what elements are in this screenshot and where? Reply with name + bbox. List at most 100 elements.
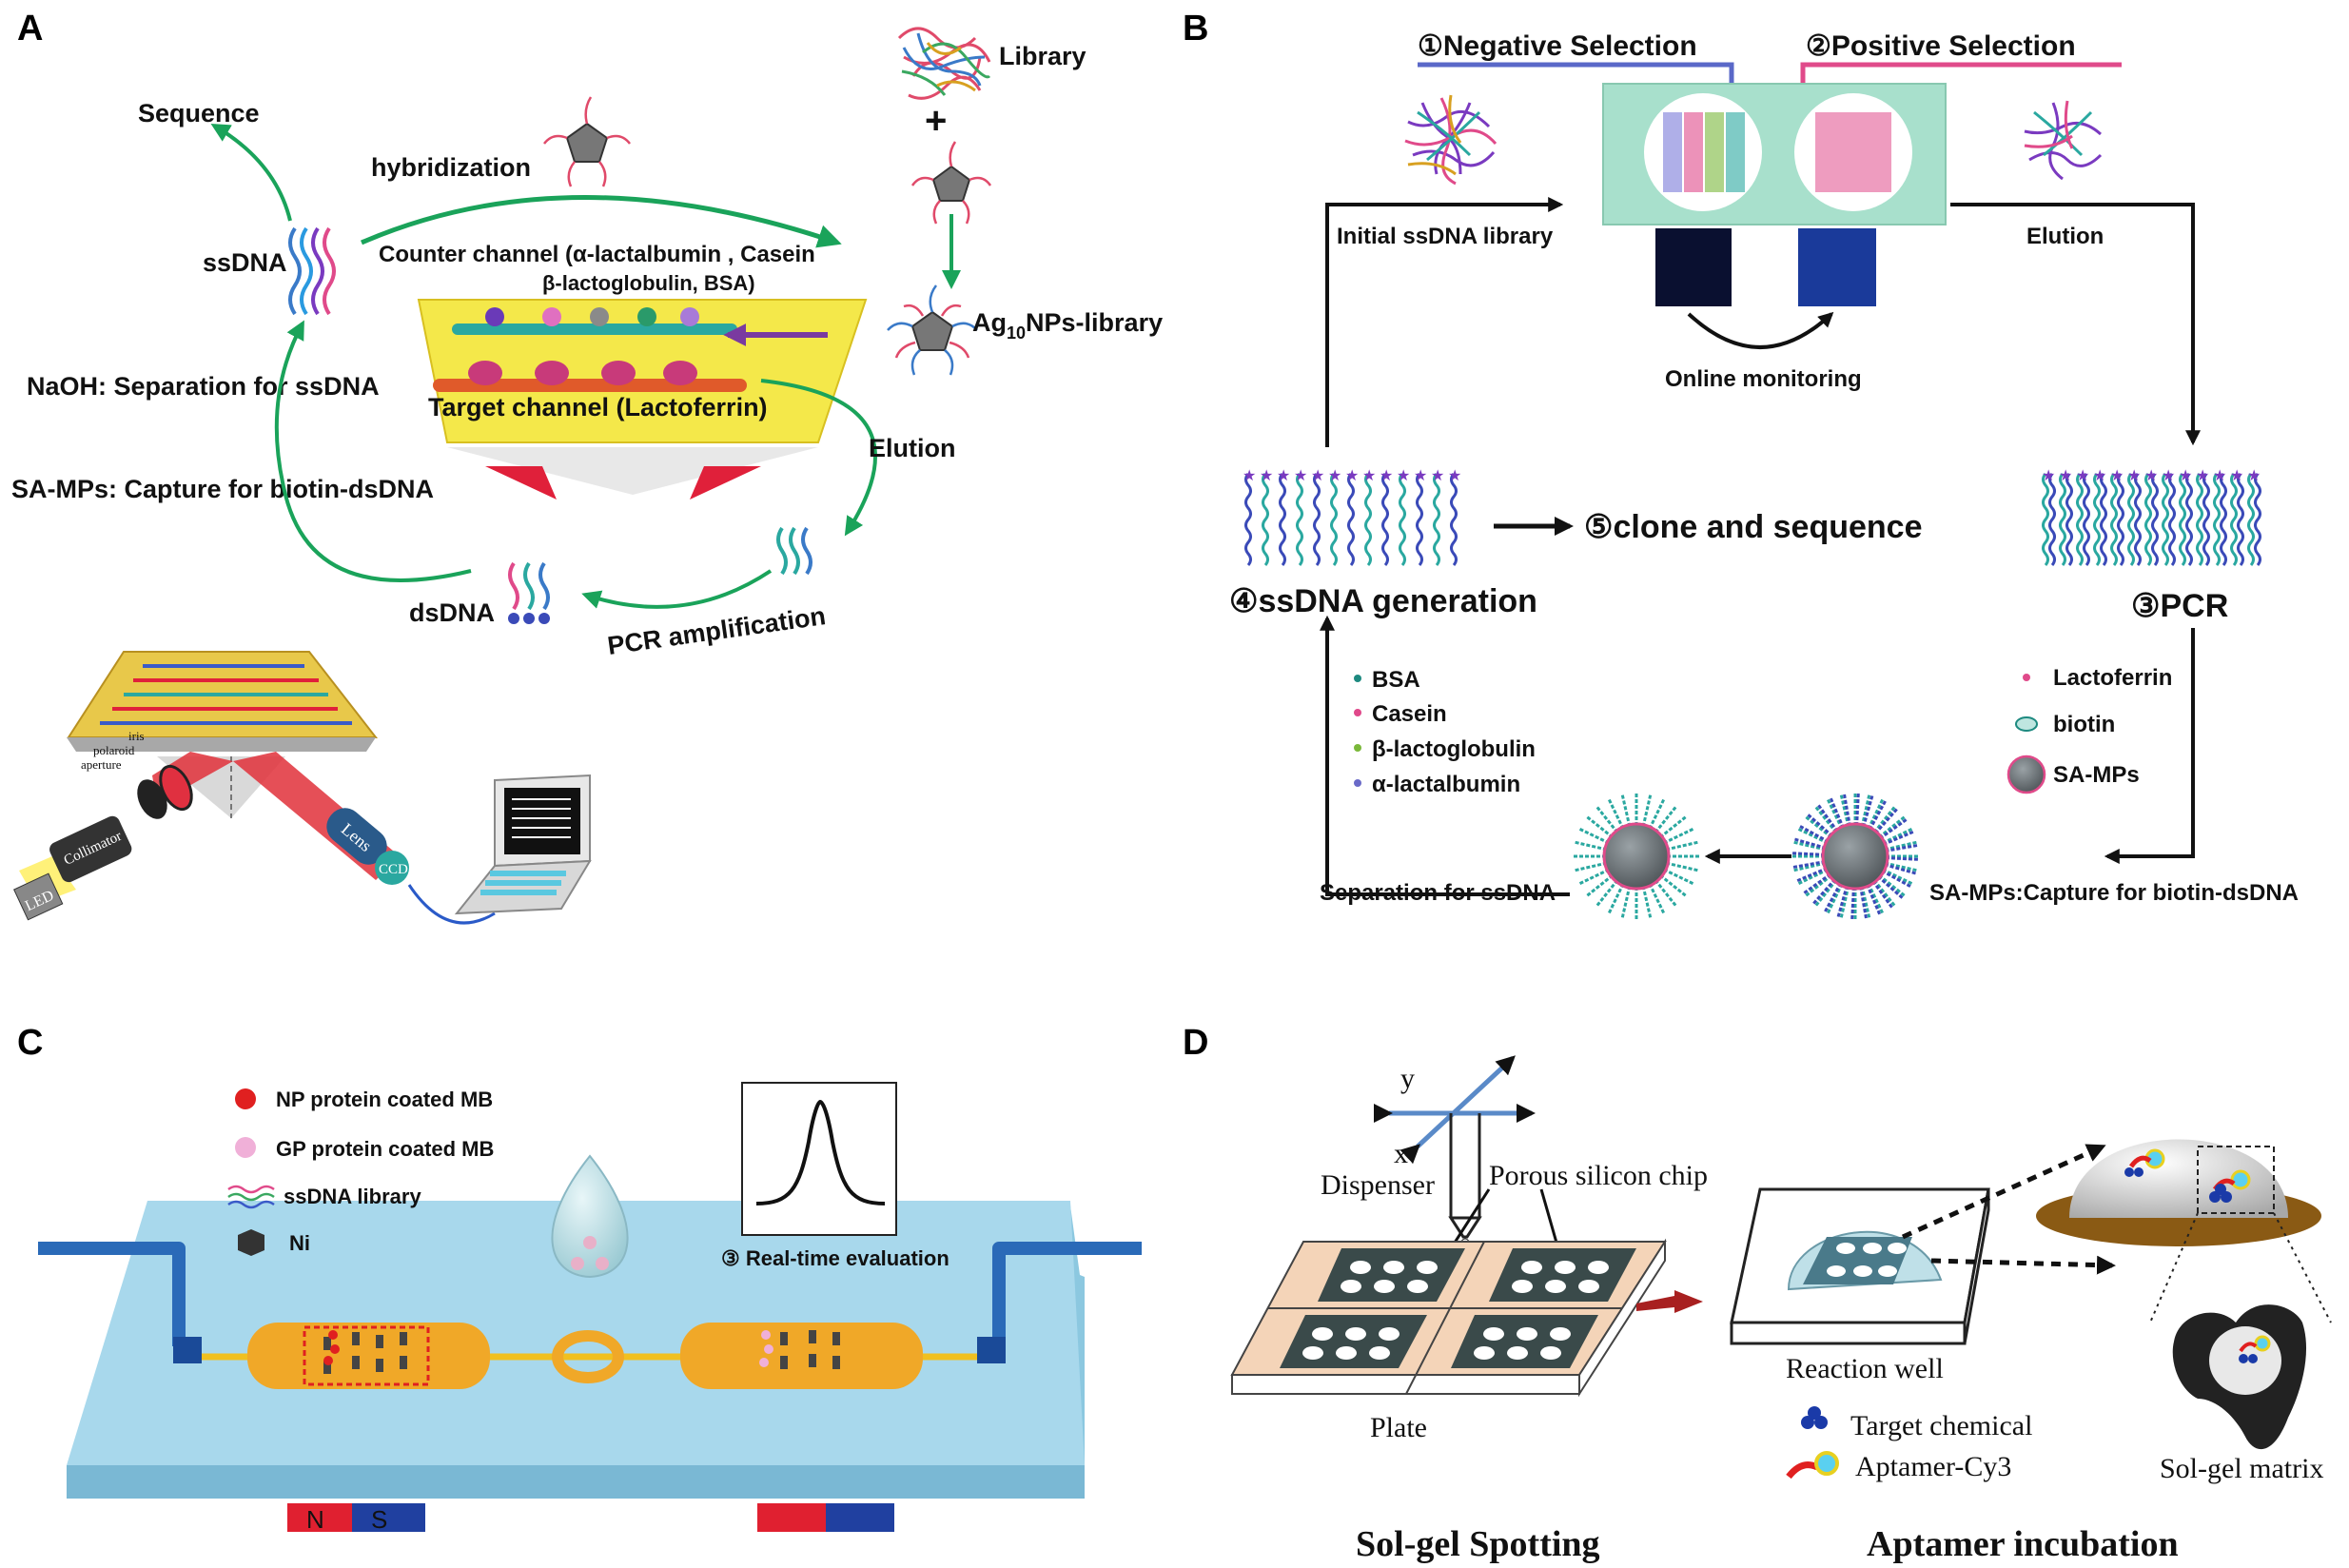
ni-legend-icon bbox=[238, 1229, 264, 1256]
pcr-strand-a bbox=[2110, 473, 2118, 566]
legend-ssdna-library: ssDNA library bbox=[284, 1185, 421, 1208]
panel-a: A hybridization Library + Ag10NPs-librar… bbox=[11, 9, 1163, 925]
panel-b-label: B bbox=[1183, 9, 1208, 49]
legend-gp-protein: GP protein coated MB bbox=[276, 1137, 494, 1161]
legend-sa-mps: SA-MPs bbox=[2053, 762, 2140, 788]
positive-chamber-spots bbox=[1815, 112, 1891, 192]
ssdna-strand bbox=[1433, 473, 1440, 566]
dsdna-label: dsDNA bbox=[409, 598, 495, 627]
pcr-strand-a bbox=[2093, 473, 2101, 566]
polaroid-label: polaroid bbox=[93, 743, 135, 757]
biotin-star-mark: ★ bbox=[1294, 466, 1307, 484]
pcr-to-capture-arrow bbox=[2104, 628, 2195, 864]
bead-strand bbox=[1659, 814, 1689, 839]
bead-strand bbox=[1813, 879, 1838, 909]
legend-biotin: biotin bbox=[2053, 712, 2115, 737]
pcr-strand-a bbox=[2042, 473, 2049, 566]
ssdna-strand bbox=[1347, 473, 1355, 566]
panel-d: D y x Dispenser Porous silicon chip bbox=[1183, 1023, 2332, 1564]
capture-label: SA-MPs:Capture for biotin-dsDNA bbox=[1929, 880, 2299, 906]
spr-optical-setup bbox=[13, 651, 592, 925]
bead-strand bbox=[1878, 814, 1908, 839]
magnet-s-label: S bbox=[371, 1505, 387, 1534]
magnetic-bead bbox=[1821, 822, 1889, 891]
panel-d-label: D bbox=[1183, 1023, 1208, 1063]
dome-aptamer-icons bbox=[2124, 1148, 2251, 1203]
pcr-strand-a bbox=[2213, 473, 2221, 566]
pcr-strand-b bbox=[2168, 473, 2176, 566]
bead-strand bbox=[1872, 804, 1897, 833]
bead-strand bbox=[1648, 797, 1666, 830]
highlight-box bbox=[303, 1325, 430, 1386]
sample-droplet-icon bbox=[551, 1154, 629, 1279]
sol-gel-plate bbox=[1230, 1238, 1667, 1398]
bead-strand bbox=[1665, 840, 1700, 852]
negative-selection-label: ①Negative Selection bbox=[1418, 30, 1697, 62]
aperture-label: aperture bbox=[81, 757, 122, 772]
eluted-library-star-icon bbox=[2024, 100, 2103, 181]
elution-label: Elution bbox=[869, 434, 955, 462]
biotin-star-mark: ★ bbox=[1397, 466, 1410, 484]
panel-c-label: C bbox=[17, 1023, 43, 1063]
ssdna-strands-icon bbox=[288, 226, 336, 316]
pcr-strand-b bbox=[2100, 473, 2107, 566]
bead-strand bbox=[1665, 861, 1700, 872]
lactoferrin-legend-icon bbox=[2023, 674, 2030, 681]
bead-strand bbox=[1654, 879, 1678, 909]
pcr-dsdna-strands: ★★★★★★★★★★★★★ bbox=[2042, 466, 2261, 566]
chamber-left bbox=[247, 1323, 490, 1389]
dispenser-label: Dispenser bbox=[1321, 1169, 1435, 1201]
sequence-arrow bbox=[210, 123, 292, 222]
positive-selection-label: ②Positive Selection bbox=[1806, 30, 2076, 62]
online-monitoring-label: Online monitoring bbox=[1665, 366, 1862, 392]
target-channel bbox=[433, 379, 747, 392]
legend-dot-b-lactoglobulin bbox=[1354, 744, 1361, 752]
bead-strand bbox=[1882, 868, 1914, 886]
ssdna-strand bbox=[1262, 473, 1269, 566]
aptamer-cy3-label: Aptamer-Cy3 bbox=[1855, 1451, 2011, 1482]
ssdna-strand bbox=[1313, 473, 1321, 566]
ssdna-strand bbox=[1364, 473, 1372, 566]
realtime-evaluation-label: ③ Real-time evaluation bbox=[721, 1246, 949, 1270]
outlet-tube bbox=[992, 1242, 1142, 1346]
magnet-n-label: N bbox=[306, 1505, 324, 1534]
biotin-star-mark: ★ bbox=[2144, 466, 2158, 484]
negative-chamber-spots bbox=[1663, 112, 1745, 192]
elution-arrow bbox=[760, 379, 877, 537]
pcr-strand-b bbox=[2220, 473, 2227, 566]
target-chemical-label: Target chemical bbox=[1850, 1410, 2032, 1441]
separation-label: Separation for ssDNA bbox=[1320, 880, 1556, 906]
pcr-strand-b bbox=[2065, 473, 2073, 566]
biotin-legend-icon bbox=[2015, 716, 2038, 732]
separation-bead-icon bbox=[1572, 792, 1701, 921]
bead-strand bbox=[1663, 827, 1695, 845]
biotin-star-mark: ★ bbox=[1362, 466, 1376, 484]
droplet-beads bbox=[571, 1236, 609, 1270]
bead-strand-b bbox=[1794, 867, 1829, 883]
pcr-strand-a bbox=[2230, 473, 2238, 566]
pcr-strand-b bbox=[2151, 473, 2159, 566]
sol-gel-matrix-label: Sol-gel matrix bbox=[2160, 1453, 2323, 1484]
bead-strand bbox=[1882, 827, 1914, 845]
bead-strand bbox=[1573, 840, 1608, 852]
dsdna-icon bbox=[508, 561, 550, 624]
biotin-star-mark: ★ bbox=[2059, 466, 2072, 484]
chamber-right bbox=[680, 1323, 923, 1389]
panel-b: B ①Negative Selection ②Positive Selectio… bbox=[1183, 9, 2299, 921]
bead-strand bbox=[1663, 868, 1695, 886]
negative-fluorescence-image bbox=[1655, 228, 1732, 306]
pcr-strand-b bbox=[2202, 473, 2210, 566]
biotin-star-mark: ★ bbox=[2213, 466, 2226, 484]
plate-label: Plate bbox=[1370, 1412, 1427, 1443]
ni-posts-left bbox=[323, 1332, 407, 1374]
ring-mixer bbox=[552, 1330, 624, 1383]
legend-dot-a-lactalbumin bbox=[1354, 779, 1361, 787]
pcr-arrow bbox=[581, 569, 773, 609]
pcr-strand-a bbox=[2162, 473, 2169, 566]
zoom-line-left bbox=[2149, 1212, 2199, 1323]
legend-ni: Ni bbox=[289, 1231, 310, 1255]
bead-strand bbox=[1796, 827, 1829, 845]
gp-bead-legend-icon bbox=[235, 1137, 256, 1158]
ssdna-strand bbox=[1296, 473, 1303, 566]
